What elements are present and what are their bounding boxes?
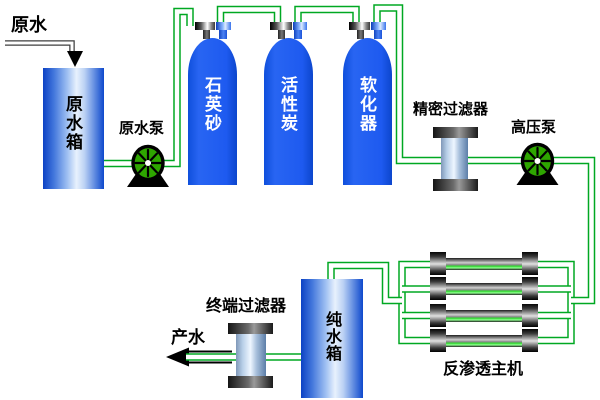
pure-water-tank — [301, 279, 363, 398]
label-precision-filter: 精密过滤器 — [413, 101, 489, 118]
raw-water-feed-line — [5, 40, 83, 67]
port-stem — [357, 28, 364, 39]
precision-filter-body — [441, 131, 468, 181]
ro-vessel-left-cap — [430, 252, 446, 275]
ro-vessel-right-cap — [522, 277, 538, 300]
label-product-water: 产水 — [171, 328, 205, 347]
terminal-filter-bottom-cap — [228, 376, 273, 388]
label-terminal-filter: 终端过滤器 — [206, 298, 287, 315]
precision-filter-bottom-cap — [433, 179, 478, 191]
inlet-port — [195, 22, 215, 30]
label-pure-water-tank: 纯水箱 — [323, 311, 340, 362]
ro-vessel-right-cap — [522, 252, 538, 275]
port-stem — [203, 28, 210, 39]
ro-vessel-tube — [444, 257, 524, 270]
precision-filter-top-cap — [433, 127, 478, 138]
ro-vessel-right-cap — [522, 329, 538, 352]
label-ro-main-unit: 反渗透主机 — [443, 361, 524, 378]
port-stem — [278, 28, 285, 39]
quartz-sand-cylinder — [188, 38, 237, 185]
terminal-filter-top-cap — [228, 323, 273, 334]
port-stem — [374, 28, 382, 39]
outlet-port — [216, 22, 231, 30]
ro-vessel-tube — [444, 334, 524, 347]
ro-vessel-left-cap — [430, 277, 446, 300]
port-stem — [219, 28, 227, 39]
label-quartz-sand: 石英砂 — [202, 76, 221, 133]
ro-vessel-tube — [444, 282, 524, 295]
feed-arrow-down-icon — [67, 51, 83, 67]
raw-water-pump — [127, 144, 169, 187]
outlet-port — [293, 22, 307, 30]
label-raw-water: 原水 — [11, 15, 47, 35]
label-raw-water-tank: 原水箱 — [63, 95, 82, 152]
label-raw-water-pump: 原水泵 — [119, 120, 165, 137]
inlet-port — [349, 22, 370, 30]
ro-vessel-right-cap — [522, 304, 538, 327]
inlet-port — [270, 22, 292, 30]
terminal-filter-body — [236, 328, 266, 378]
high-pressure-pump — [516, 142, 559, 185]
label-activated-carbon: 活性炭 — [278, 76, 297, 133]
port-stem — [294, 28, 302, 39]
raw-water-tank — [43, 68, 104, 189]
product-arrow-left-icon — [166, 347, 189, 367]
label-softener: 软化器 — [357, 76, 376, 133]
ro-vessel-left-cap — [430, 304, 446, 327]
label-high-pressure-pump: 高压泵 — [511, 119, 557, 136]
outlet-port — [371, 22, 386, 30]
softener-cylinder — [343, 38, 392, 185]
ro-vessel-left-cap — [430, 329, 446, 352]
activated-carbon-cylinder — [264, 38, 313, 185]
ro-vessel-tube — [444, 309, 524, 322]
